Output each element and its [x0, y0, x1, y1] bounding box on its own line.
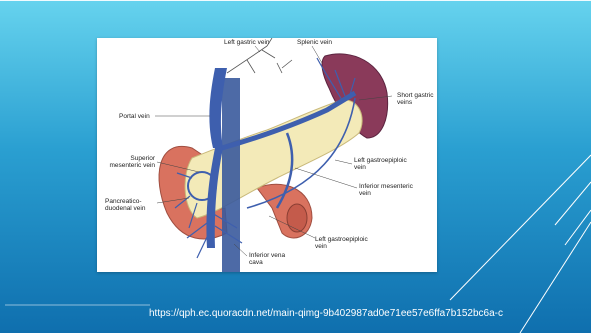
- anatomy-image: Left gastric vein Splenic vein Short gas…: [97, 38, 437, 272]
- label-left-gastroepiploic-vein-top: Left gastroepiploic vein: [354, 157, 407, 171]
- source-url: https://qph.ec.quoracdn.net/main-qimg-9b…: [149, 308, 503, 319]
- label-portal-vein: Portal vein: [119, 113, 150, 120]
- label-inferior-mesenteric-vein: Inferior mesenteric vein: [359, 183, 413, 197]
- jejunum-lumen: [287, 204, 307, 232]
- label-superior-mesenteric-vein: Superior mesenteric vein: [97, 155, 155, 169]
- label-short-gastric-veins: Short gastric veins: [397, 92, 434, 106]
- label-inferior-vena-cava: Inferior vena cava: [249, 252, 285, 266]
- label-left-gastroepiploic-vein-bottom: Left gastroepiploic vein: [315, 236, 368, 250]
- label-pancreatico-duodenal-vein: Pancreatico- duodenal vein: [105, 198, 145, 212]
- inferior-vena-cava: [222, 78, 240, 272]
- label-splenic-vein: Splenic vein: [297, 39, 332, 46]
- label-left-gastric-vein: Left gastric vein: [224, 39, 270, 46]
